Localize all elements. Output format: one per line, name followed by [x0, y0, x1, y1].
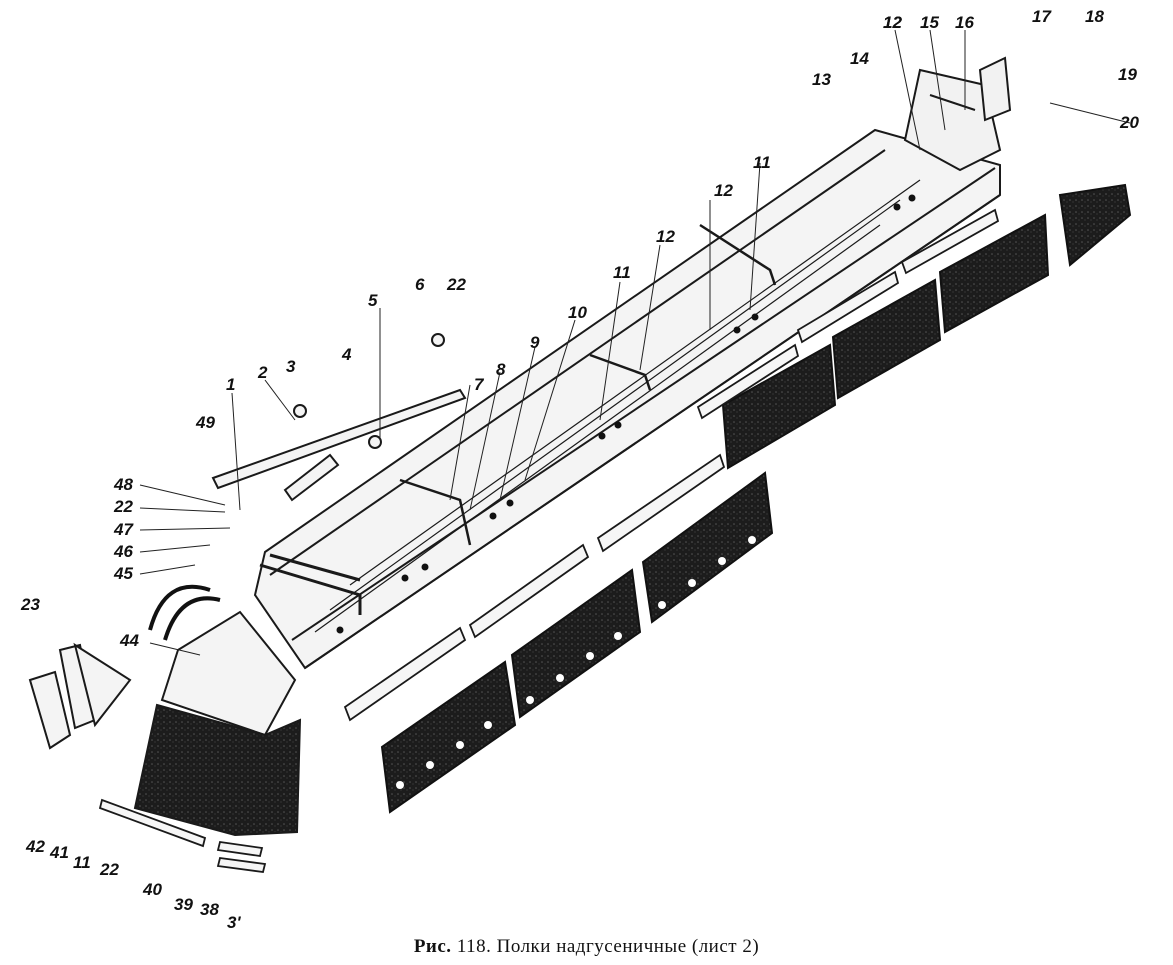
caption-number: 118. [456, 936, 492, 957]
label-4: 4 [341, 345, 352, 364]
label-39: 39 [174, 895, 193, 914]
label-22-bottom: 22 [99, 860, 119, 879]
label-22-top: 22 [446, 275, 466, 294]
label-45: 45 [113, 564, 133, 583]
label-17: 17 [1032, 7, 1052, 26]
rear-bracket [903, 56, 1012, 172]
label-12-a: 12 [656, 227, 675, 246]
label-9: 9 [530, 333, 540, 352]
label-16: 16 [955, 13, 974, 32]
leader-lines [139, 29, 1131, 656]
label-14: 14 [850, 49, 869, 68]
label-15: 15 [920, 13, 939, 32]
label-7: 7 [474, 375, 485, 394]
label-19: 19 [1118, 65, 1137, 84]
label-8: 8 [496, 360, 506, 379]
bottom-strips [98, 798, 267, 873]
label-22-mid: 22 [113, 497, 133, 516]
callout-labels: 1 2 3 4 5 6 22 7 8 9 10 11 12 12 11 12 1… [20, 7, 1139, 932]
label-12-c: 12 [883, 13, 902, 32]
mounting-strips [343, 208, 1000, 722]
label-12-d: 12 [883, 13, 902, 32]
label-3prime: 3' [227, 913, 241, 932]
caption-text: Полки надгусеничные (лист 2) [496, 936, 760, 957]
label-20: 20 [1119, 113, 1139, 132]
label-18: 18 [1085, 7, 1104, 26]
rail-holes [336, 194, 916, 634]
label-38: 38 [200, 900, 219, 919]
label-10: 10 [568, 303, 587, 322]
label-46: 46 [113, 542, 133, 561]
label-47: 47 [113, 520, 134, 539]
caption-prefix: Рис. [413, 936, 452, 957]
label-11-b: 11 [753, 153, 771, 172]
front-hood [133, 610, 302, 837]
figure-caption: Рис. 118. Полки надгусеничные (лист 2) [0, 936, 1173, 958]
label-48: 48 [113, 475, 133, 494]
label-3: 3 [286, 357, 296, 376]
label-11-c: 11 [73, 853, 91, 872]
label-42: 42 [25, 837, 45, 856]
label-5: 5 [368, 291, 378, 310]
label-13: 13 [812, 70, 831, 89]
mudflap-panels [380, 183, 1132, 814]
label-12-b: 12 [714, 181, 733, 200]
fender-arch [148, 584, 221, 641]
label-2: 2 [257, 363, 268, 382]
label-49: 49 [195, 413, 215, 432]
shelf-deck [253, 128, 1001, 670]
label-23: 23 [20, 595, 40, 614]
label-40: 40 [142, 880, 162, 899]
label-44: 44 [119, 631, 139, 650]
label-41: 41 [49, 843, 69, 862]
label-11-a: 11 [613, 263, 631, 282]
rods [211, 333, 467, 502]
mudflap-holes [396, 536, 756, 789]
label-6: 6 [415, 275, 425, 294]
label-1: 1 [226, 375, 235, 394]
side-brackets [28, 642, 132, 750]
